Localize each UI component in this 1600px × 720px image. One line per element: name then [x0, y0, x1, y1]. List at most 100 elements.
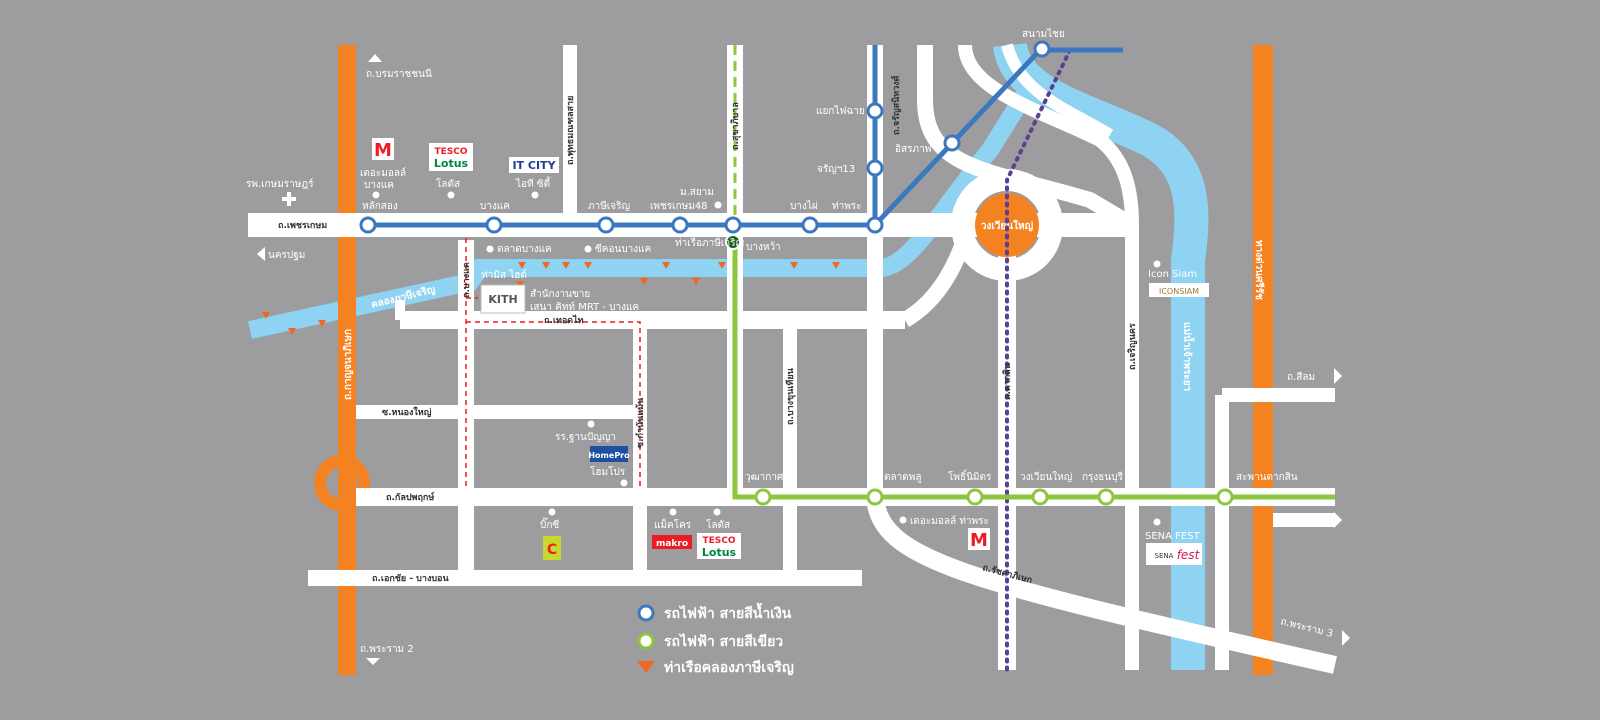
place-makro: แม็คโคร	[654, 517, 692, 531]
place-pier-note: ท่าเรือภาษีเจริญ	[675, 237, 744, 249]
svg-text:SENA: SENA	[1155, 552, 1174, 560]
place-school: รร.ฐานปัญญา	[555, 432, 616, 443]
legend-pier-label: ท่าเรือคลองภาษีเจริญ	[664, 660, 794, 676]
map-legend: รถไฟฟ้า สายสีน้ำเงิน รถไฟฟ้า สายสีเขียว …	[637, 602, 794, 676]
road-expressway: ทางด่วนศรีรัช	[1253, 240, 1265, 300]
iconsiam-logo: ICONSIAM	[1149, 283, 1209, 297]
svg-text:makro: makro	[656, 539, 688, 549]
pier-markers	[262, 262, 840, 335]
place-lotus: โลตัส	[436, 177, 460, 190]
road-kanlapaphruek: ถ.กัลปพฤกษ์	[386, 491, 435, 503]
place-hospital: รพ.เกษมราษฎร์	[246, 178, 314, 190]
station-label-bang-wa: บางหว้า	[746, 241, 781, 253]
svg-text:Lotus: Lotus	[434, 157, 469, 170]
homepro-logo: HomePro	[588, 446, 630, 462]
road-bang-khun-thian: ถ.บางขุนเทียน	[785, 367, 796, 425]
place-m-siam: ม.สยาม	[680, 187, 714, 198]
place-mall-thapra: เดอะมอลล์ ท่าพระ	[910, 515, 989, 527]
it-city-logo: IT CITY	[509, 157, 559, 173]
wongwian-yai-label: วงเวียนใหญ่	[981, 219, 1034, 232]
purple-line	[1005, 48, 1072, 672]
svg-text:C: C	[547, 542, 557, 558]
station-phetkasem48[interactable]	[671, 216, 689, 234]
station-saphan-taksin[interactable]	[1216, 488, 1234, 506]
station-label-pho-nimit: โพธิ์นิมิตร	[948, 469, 992, 483]
station-label-phasi-charoen: ภาษีเจริญ	[588, 200, 630, 212]
orange-road-right	[1253, 45, 1273, 675]
station-krung-thon-buri[interactable]	[1097, 488, 1115, 506]
legend-green-label: รถไฟฟ้า สายสีเขียว	[664, 632, 783, 650]
svg-text:IT CITY: IT CITY	[512, 159, 556, 172]
road-ekkachai: ถ.เอกชัย - บางบอน	[372, 573, 449, 584]
station-bang-wa[interactable]	[724, 216, 742, 234]
orange-road-left	[338, 45, 356, 675]
road-rama3: ถ.พระราม 3	[1279, 616, 1334, 640]
place-itcity: ไอที ซิตี้	[515, 176, 551, 190]
route-to-office	[465, 238, 641, 488]
station-label-tha-phra: ท่าพระ	[832, 201, 862, 212]
place-sales-office-1: สำนักงานขาย	[530, 289, 590, 300]
station-charan13[interactable]	[866, 159, 884, 177]
wongwian-yai-roundabout	[975, 193, 1039, 257]
place-seacon: ซีคอนบางแค	[595, 243, 651, 255]
place-homepro: โฮมโปร	[590, 465, 626, 478]
road-silom: ถ.สีลม	[1287, 371, 1315, 383]
station-bang-wa-green[interactable]	[725, 234, 741, 250]
poi-dots	[372, 191, 1161, 526]
station-fai-chai[interactable]	[866, 102, 884, 120]
direction-arrows	[257, 54, 1350, 665]
road-nong-yai: ซ.หนองใหญ่	[382, 406, 432, 418]
station-label-charan13: จรัญฯ13	[817, 164, 855, 175]
station-pho-nimit[interactable]	[966, 488, 984, 506]
kith-logo: KITH	[480, 284, 526, 314]
station-wutthakat[interactable]	[754, 488, 772, 506]
green-line	[732, 242, 1335, 500]
arrow-right-rama3-icon	[1342, 630, 1350, 646]
station-label-wongwian-yai: วงเวียนใหญ่	[1020, 471, 1072, 483]
station-lak-song[interactable]	[359, 216, 377, 234]
station-label-fai-chai: แยกไฟฉาย	[816, 105, 865, 117]
place-river-label: แม่น้ำเจ้าพระยา	[1181, 322, 1195, 391]
makro-logo: makro	[652, 535, 692, 549]
road-taksin: ถ.ตากสิน	[1002, 362, 1013, 400]
place-kith-label: ท่ามิส ไฮด์	[481, 269, 527, 281]
station-itsaraphap[interactable]	[943, 134, 961, 152]
place-senafest: SENA FEST	[1145, 531, 1201, 542]
place-iconsiam: Icon Siam	[1148, 269, 1197, 280]
station-wongwian-yai[interactable]	[1031, 488, 1049, 506]
tesco-lotus-logo: TESCO Lotus	[429, 143, 473, 171]
place-nakhon-pathom: นครปฐม	[268, 250, 305, 261]
svg-text:TESCO: TESCO	[434, 147, 467, 157]
station-tha-phra[interactable]	[866, 216, 884, 234]
orange-road-interchange	[314, 455, 370, 511]
road-sathorn: ถ.สาทรใต้	[1282, 514, 1326, 526]
svg-text:ICONSIAM: ICONSIAM	[1159, 287, 1199, 296]
road-charoen-nakhon: ถ.เจริญนคร	[1127, 323, 1138, 370]
svg-text:M: M	[374, 140, 392, 161]
legend-blue-marker	[637, 604, 655, 622]
hospital-cross-icon	[282, 192, 296, 206]
station-talat-phlu[interactable]	[866, 488, 884, 506]
svg-text:M: M	[970, 530, 988, 551]
station-sanam-chai[interactable]	[1033, 40, 1051, 58]
big-c-logo: C	[543, 536, 561, 560]
arrow-right-silom-icon	[1334, 368, 1342, 384]
station-label-bang-khae: บางแค	[480, 201, 510, 212]
arrow-right-sathorn-icon	[1334, 512, 1342, 528]
place-mall-bangkhae: เดอะมอลล์บางแค	[360, 167, 406, 191]
place-lotus2: โลตัส	[706, 518, 730, 531]
arrow-up-icon	[368, 54, 382, 62]
station-label-bang-phai: บางไผ่	[790, 200, 818, 212]
road-bangkhae: ถ.บางแค	[462, 262, 472, 298]
station-label-phetkasem48: เพชรเกษม48	[650, 201, 708, 212]
station-bang-phai[interactable]	[801, 216, 819, 234]
station-label-sanam-chai: สนามไชย	[1022, 28, 1065, 40]
place-bigc: บิ๊กซี	[540, 517, 559, 531]
svg-text:TESCO: TESCO	[702, 536, 735, 546]
station-bang-khae[interactable]	[485, 216, 503, 234]
station-label-itsaraphap: อิสรภาพ	[895, 144, 931, 155]
station-label-wutthakat: วุฒากาศ	[745, 472, 784, 483]
station-phasi-charoen[interactable]	[597, 216, 615, 234]
legend-green-marker	[637, 632, 655, 650]
